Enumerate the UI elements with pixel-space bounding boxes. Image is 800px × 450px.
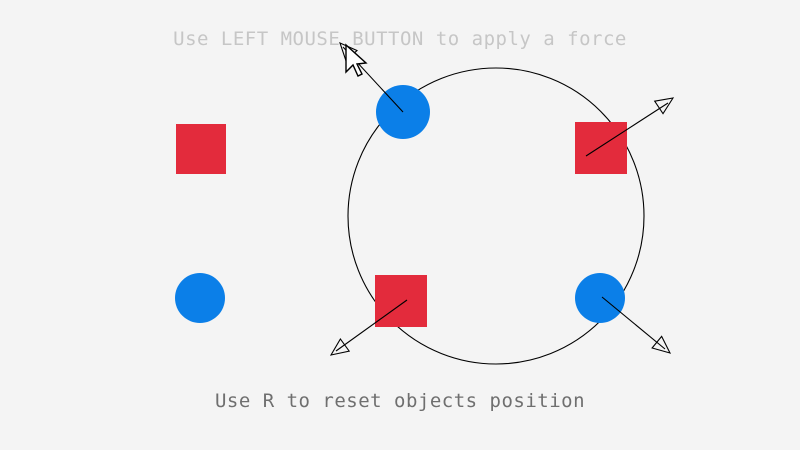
force-arrow-shaft [585, 102, 669, 157]
body-circle-left[interactable] [175, 273, 225, 323]
body-circle-bottom-right[interactable] [575, 273, 625, 323]
hint-text-top: Use LEFT MOUSE BUTTON to apply a force [173, 28, 627, 50]
body-square-center-bottom[interactable] [375, 275, 427, 327]
arrow-pointer-icon [345, 43, 368, 77]
force-arrow-head [651, 335, 672, 354]
circular-boundary [347, 67, 645, 365]
force-arrow-square-center-bottom [329, 299, 408, 356]
body-square-left[interactable] [176, 124, 226, 174]
force-arrow-head [329, 337, 351, 356]
mouse-cursor[interactable] [345, 43, 368, 77]
force-arrow-circle-bottom-right [601, 296, 672, 354]
hint-text-bottom: Use R to reset objects position [214, 390, 586, 412]
force-arrow-shaft [335, 299, 408, 352]
force-arrow-shaft [601, 296, 666, 350]
force-arrow-head [653, 97, 675, 115]
body-square-top-right[interactable] [575, 122, 627, 174]
force-arrow-square-top-right [585, 97, 675, 157]
